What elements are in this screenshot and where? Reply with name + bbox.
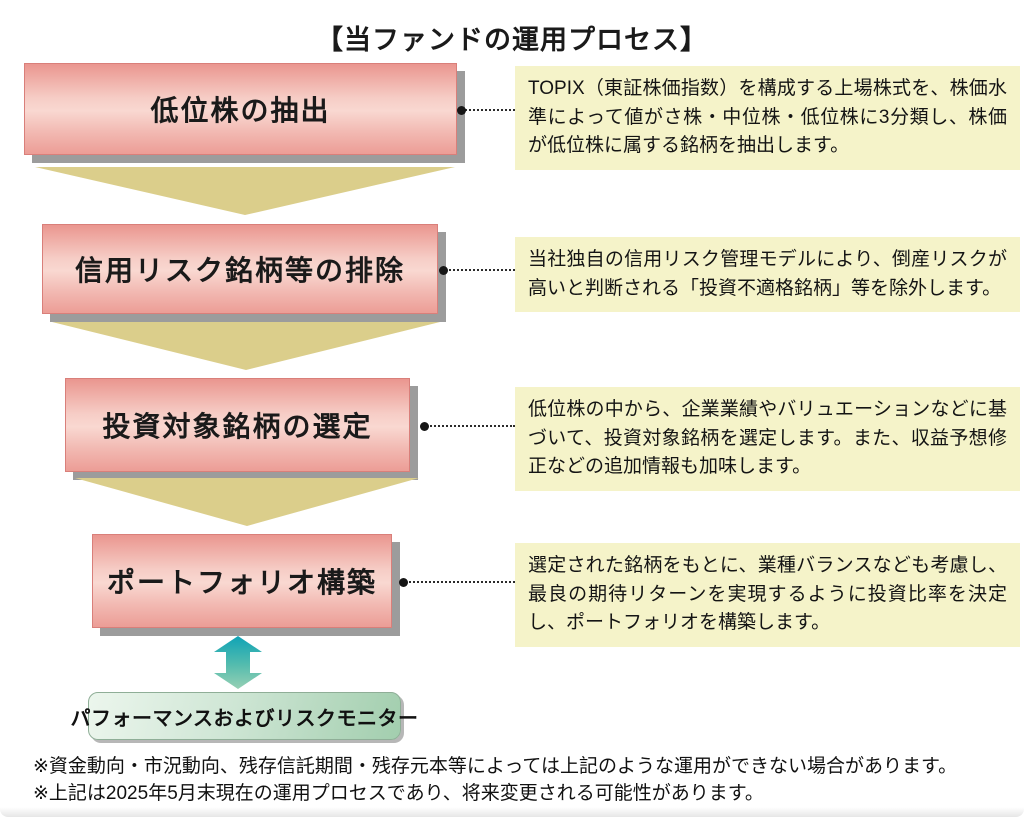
dotted-connector (399, 578, 515, 587)
step-box-portfolio-construction: ポートフォリオ構築 (92, 534, 392, 628)
step-description: TOPIX（東証株価指数）を構成する上場株式を、株価水準によって値がさ株・中位株… (515, 66, 1020, 170)
step-description: 選定された銘柄をもとに、業種バランスなども考慮し、最良の期待リターンを実現するよ… (515, 543, 1020, 647)
page-title: 【当ファンドの運用プロセス】 (316, 25, 708, 55)
step-box-target-selection: 投資対象銘柄の選定 (65, 378, 410, 472)
connector-dot-icon (457, 106, 466, 115)
down-arrow-icon (52, 322, 440, 370)
connector-dot-icon (439, 266, 448, 275)
step-label: 投資対象銘柄の選定 (102, 411, 373, 442)
footnotes: ※資金動向・市況動向、残存信託期間・残存元本等によっては上記のような運用ができな… (33, 756, 993, 810)
dotted-connector (457, 106, 515, 115)
step-label: 低位株の抽出 (150, 95, 331, 126)
step-box-credit-risk-exclusion: 信用リスク銘柄等の排除 (42, 224, 438, 314)
monitor-box: パフォーマンスおよびリスクモニター (70, 692, 418, 740)
step-box-low-price-extraction: 低位株の抽出 (24, 63, 457, 155)
dotted-connector (420, 422, 515, 431)
connector-dot-icon (420, 422, 429, 431)
dotted-connector (439, 266, 515, 275)
connector-dot-icon (399, 578, 408, 587)
step-label: ポートフォリオ構築 (106, 567, 377, 598)
down-arrow-icon (35, 167, 455, 215)
step-description: 当社独自の信用リスク管理モデルにより、倒産リスクが高いと判断される「投資不適格銘… (515, 237, 1020, 312)
down-arrow-icon (75, 478, 419, 526)
footnote-1: ※資金動向・市況動向、残存信託期間・残存元本等によっては上記のような運用ができな… (33, 756, 958, 777)
step-description: 低位株の中から、企業業績やバリュエーションなどに基づいて、投資対象銘柄を選定しま… (515, 387, 1020, 491)
step-label: 信用リスク銘柄等の排除 (74, 255, 405, 286)
page-bottom-edge (0, 807, 1024, 817)
double-arrow-icon (214, 636, 262, 689)
monitor-label: パフォーマンスおよびリスクモニター (70, 707, 419, 730)
footnote-2: ※上記は2025年5月末現在の運用プロセスであり、将来変更される可能性があります… (33, 783, 764, 804)
